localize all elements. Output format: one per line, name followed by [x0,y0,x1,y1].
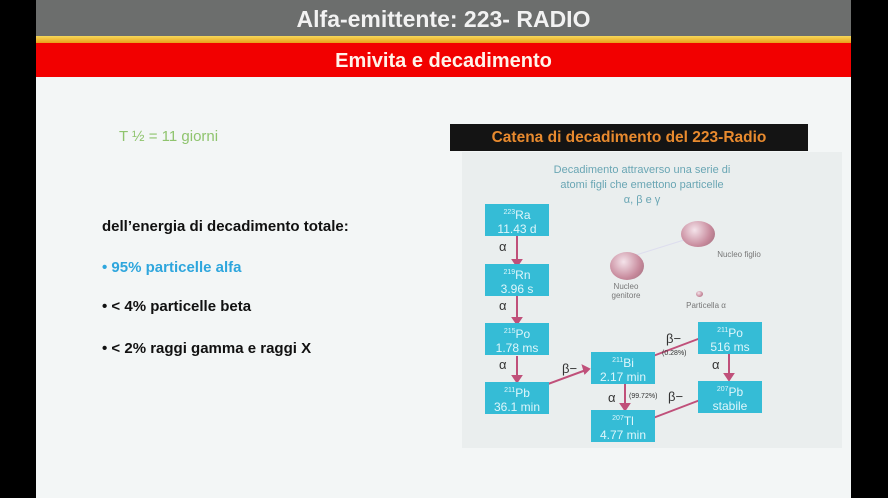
particle-icon [696,291,703,297]
bullet-beta: • < 4% particelle beta [102,298,252,315]
energy-intro: dell’energia di decadimento totale: [102,218,349,235]
daughter-nucleus-icon [681,221,715,247]
diagram-caption: Decadimento attraverso una serie di atom… [492,163,792,208]
divider-strip [36,36,851,43]
bullet-gamma: • < 2% raggi gamma e raggi X [102,340,312,357]
branch-pct-low: (0.28%) [662,350,687,357]
alpha-label: α [712,357,720,372]
decay-arrows [511,236,735,419]
parent-nucleus-icon [610,252,644,280]
beta-label: β− [666,331,682,346]
half-life: T ½ = 11 giorni [119,128,219,145]
alpha-label: α [499,357,507,372]
branch-pct-high: (99.72%) [629,393,658,400]
caption-line: α, β e γ [623,194,661,206]
parent-label-line: Nucleo [613,282,639,291]
daughter-label: Nucleo figlio [717,250,761,259]
diagram-title: Catena di decadimento del 223-Radio [450,124,808,151]
caption-line: atomi figli che emettono particelle [560,179,724,191]
alpha-label: α [608,390,616,405]
slide: Alfa-emittente: 223- RADIO Emivita e dec… [36,0,851,498]
alpha-label: α [499,298,507,313]
slide-subtitle: Emivita e decadimento [36,43,851,77]
beta-label: β− [668,389,684,404]
beta-label: β− [562,361,578,376]
particle-label: Particella α [686,301,726,310]
bullet-alpha: • 95% particelle alfa [102,259,242,276]
alpha-label: α [499,239,507,254]
slide-title: Alfa-emittente: 223- RADIO [36,0,851,36]
caption-line: Decadimento attraverso una serie di [553,164,731,176]
parent-label-line: genitore [611,291,641,300]
